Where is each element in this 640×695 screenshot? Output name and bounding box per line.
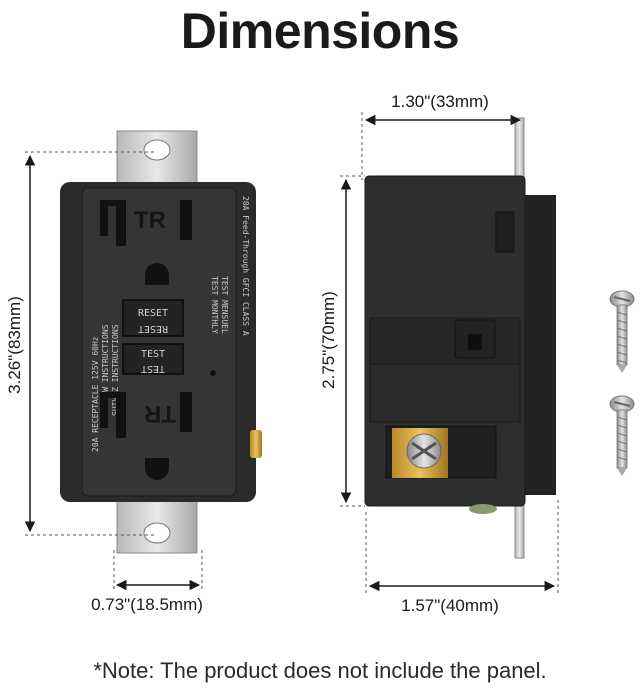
reset-label-flipped: RESET <box>138 323 168 334</box>
front-height-label: 3.26"(83mm) <box>5 296 24 394</box>
strap-hole-bottom <box>143 522 171 544</box>
indicator-led <box>210 370 216 376</box>
front-width-label: 0.73"(18.5mm) <box>91 595 203 614</box>
front-view: TR 20A RECEPTACLE 125V 60Hz FOLLOW INSTR… <box>5 130 262 614</box>
side-height-label: 2.75"(70mm) <box>319 291 338 389</box>
face-text-left-1: 20A RECEPTACLE 125V 60Hz <box>91 336 100 452</box>
side-view: 1.30"(33mm) 2.75"(70mm) 1.57"(40mm) <box>319 92 559 615</box>
screw-top-icon <box>609 290 635 373</box>
side-width-label: 1.57"(40mm) <box>401 596 499 615</box>
face-text-right-2: TEST MENSUEL <box>220 276 229 334</box>
top-outlet: TR <box>100 200 192 285</box>
reset-button[interactable] <box>122 299 184 337</box>
bottom-outlet: TR <box>100 392 192 480</box>
side-depth-label: 1.30"(33mm) <box>391 92 489 111</box>
face-text-left-3: SUIVEZ INSTRUCTIONS <box>111 324 120 416</box>
strap-hole-top <box>143 139 171 161</box>
face-text-side: 20A Feed-Through GFCI CLASS A <box>241 196 250 336</box>
reset-label: RESET <box>138 308 168 319</box>
screw-bottom-icon <box>609 395 635 476</box>
footnote: *Note: The product does not include the … <box>93 658 547 683</box>
test-button[interactable] <box>122 343 184 375</box>
face-text-left-2: FOLLOW INSTRUCTIONS <box>101 324 110 416</box>
tr-mark-bottom: TR <box>144 400 176 427</box>
test-label-flipped: TEST <box>141 363 165 374</box>
tr-mark-top: TR <box>134 207 166 234</box>
side-terminal <box>250 430 262 458</box>
page-title: Dimensions <box>180 3 460 59</box>
face-text-right-1: TEST MONTHLY <box>210 276 219 334</box>
test-label: TEST <box>141 349 165 360</box>
